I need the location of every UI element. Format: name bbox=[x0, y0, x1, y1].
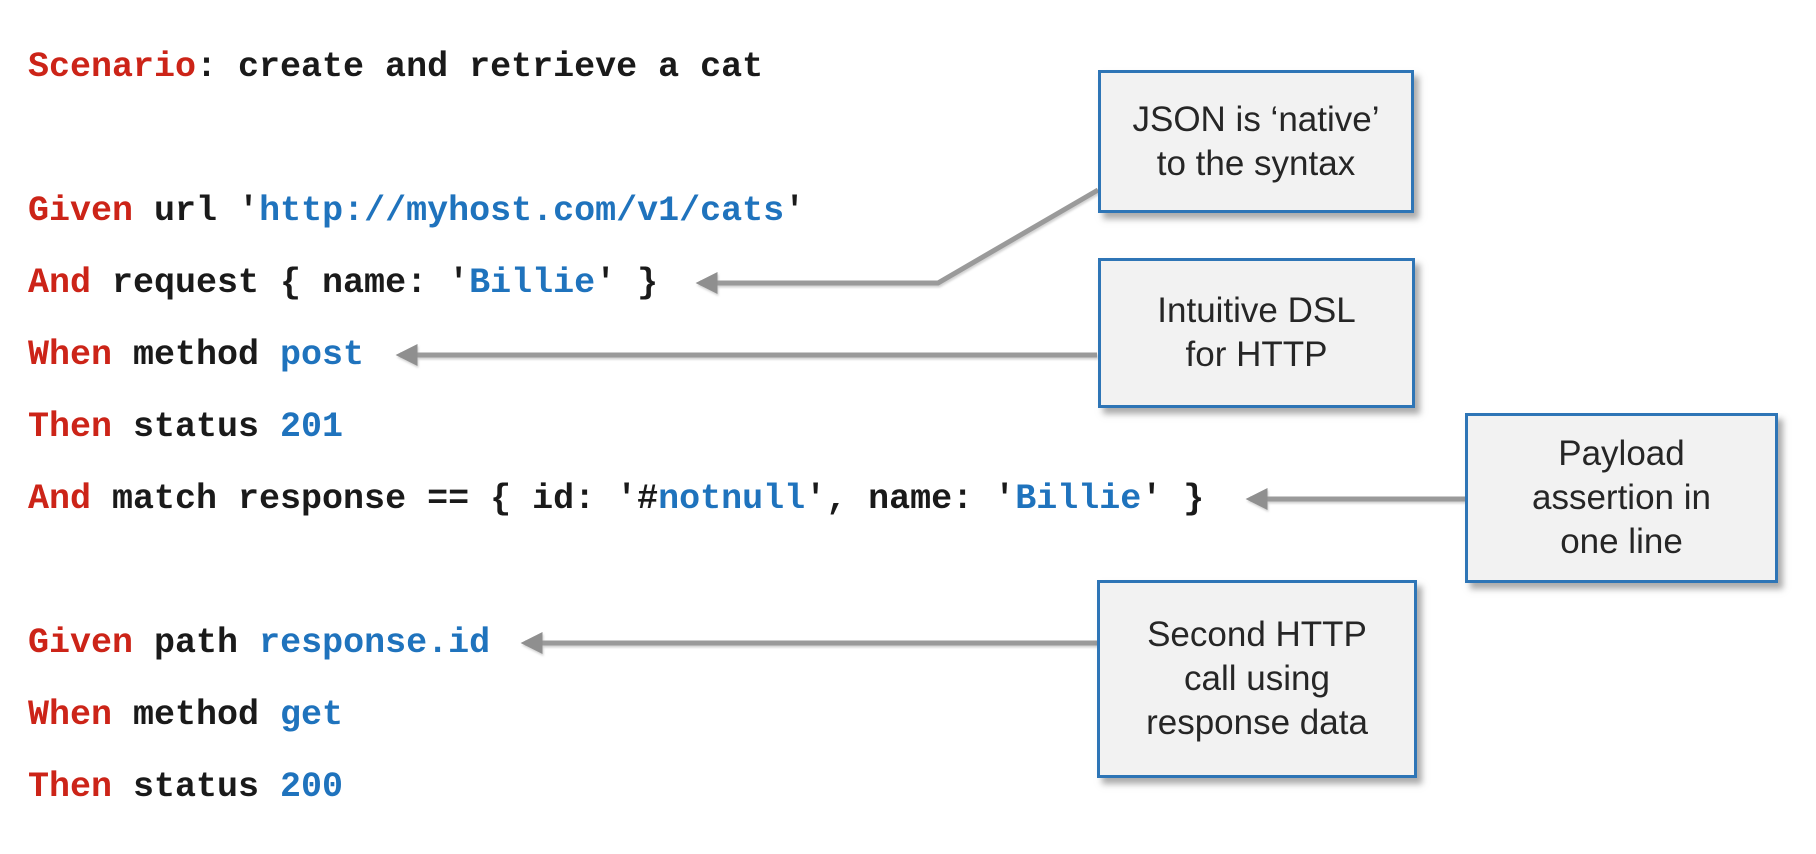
code-line-blank-1 bbox=[28, 103, 1204, 175]
code-line-when-method-post: When method post bbox=[28, 319, 1204, 391]
code-token: notnull bbox=[658, 479, 806, 519]
code-token: response.id bbox=[259, 623, 491, 663]
code-token: method bbox=[112, 335, 281, 375]
code-line-when-method-get: When method get bbox=[28, 679, 1204, 751]
code-token: ' bbox=[784, 191, 806, 231]
code-line-given-path: Given path response.id bbox=[28, 607, 1204, 679]
code-line-and-match-response: And match response == { id: '#notnull', … bbox=[28, 463, 1204, 535]
code-token: Scenario bbox=[28, 47, 197, 87]
code-line-given-url: Given url 'http://myhost.com/v1/cats' bbox=[28, 175, 1204, 247]
code-line-then-status-201: Then status 201 bbox=[28, 391, 1204, 463]
code-token: Given bbox=[28, 191, 134, 231]
code-token: status bbox=[112, 407, 281, 447]
code-token: http://myhost.com/v1/cats bbox=[259, 191, 785, 231]
code-token: ' } bbox=[595, 263, 659, 303]
callout-second-http-call: Second HTTP call using response data bbox=[1097, 580, 1417, 778]
code-token: 200 bbox=[280, 767, 344, 807]
code-line-scenario: Scenario: create and retrieve a cat bbox=[28, 31, 1204, 103]
code-token: When bbox=[28, 695, 113, 735]
code-token: Given bbox=[28, 623, 134, 663]
code-token: And bbox=[28, 263, 92, 303]
code-token: url ' bbox=[133, 191, 260, 231]
code-token: status bbox=[112, 767, 281, 807]
code-token: method bbox=[112, 695, 281, 735]
code-token: ' } bbox=[1141, 479, 1205, 519]
code-token: get bbox=[280, 695, 344, 735]
code-token: And bbox=[28, 479, 92, 519]
code-token: Then bbox=[28, 767, 113, 807]
code-line-blank-2 bbox=[28, 535, 1204, 607]
code-token: Then bbox=[28, 407, 113, 447]
callout-payload-assertion-label: Payload assertion in one line bbox=[1532, 434, 1711, 561]
code-token: 201 bbox=[280, 407, 344, 447]
code-token: match response == { id: '# bbox=[91, 479, 659, 519]
code-token: path bbox=[133, 623, 260, 663]
callout-payload-assertion: Payload assertion in one line bbox=[1465, 413, 1778, 583]
callout-intuitive-dsl-label: Intuitive DSL for HTTP bbox=[1157, 291, 1356, 374]
code-token: Billie bbox=[1015, 479, 1142, 519]
code-token: : create and retrieve a cat bbox=[196, 47, 764, 87]
callout-json-native: JSON is ‘native’ to the syntax bbox=[1098, 70, 1414, 213]
callout-second-http-call-label: Second HTTP call using response data bbox=[1146, 615, 1368, 742]
code-line-and-request: And request { name: 'Billie' } bbox=[28, 247, 1204, 319]
code-token: post bbox=[280, 335, 365, 375]
code-token: request { name: ' bbox=[91, 263, 470, 303]
callout-intuitive-dsl: Intuitive DSL for HTTP bbox=[1098, 258, 1415, 408]
code-line-then-status-200: Then status 200 bbox=[28, 751, 1204, 823]
code-token: Billie bbox=[469, 263, 596, 303]
callout-json-native-label: JSON is ‘native’ to the syntax bbox=[1132, 99, 1380, 183]
code-token: When bbox=[28, 335, 113, 375]
code-token: ', name: ' bbox=[805, 479, 1016, 519]
